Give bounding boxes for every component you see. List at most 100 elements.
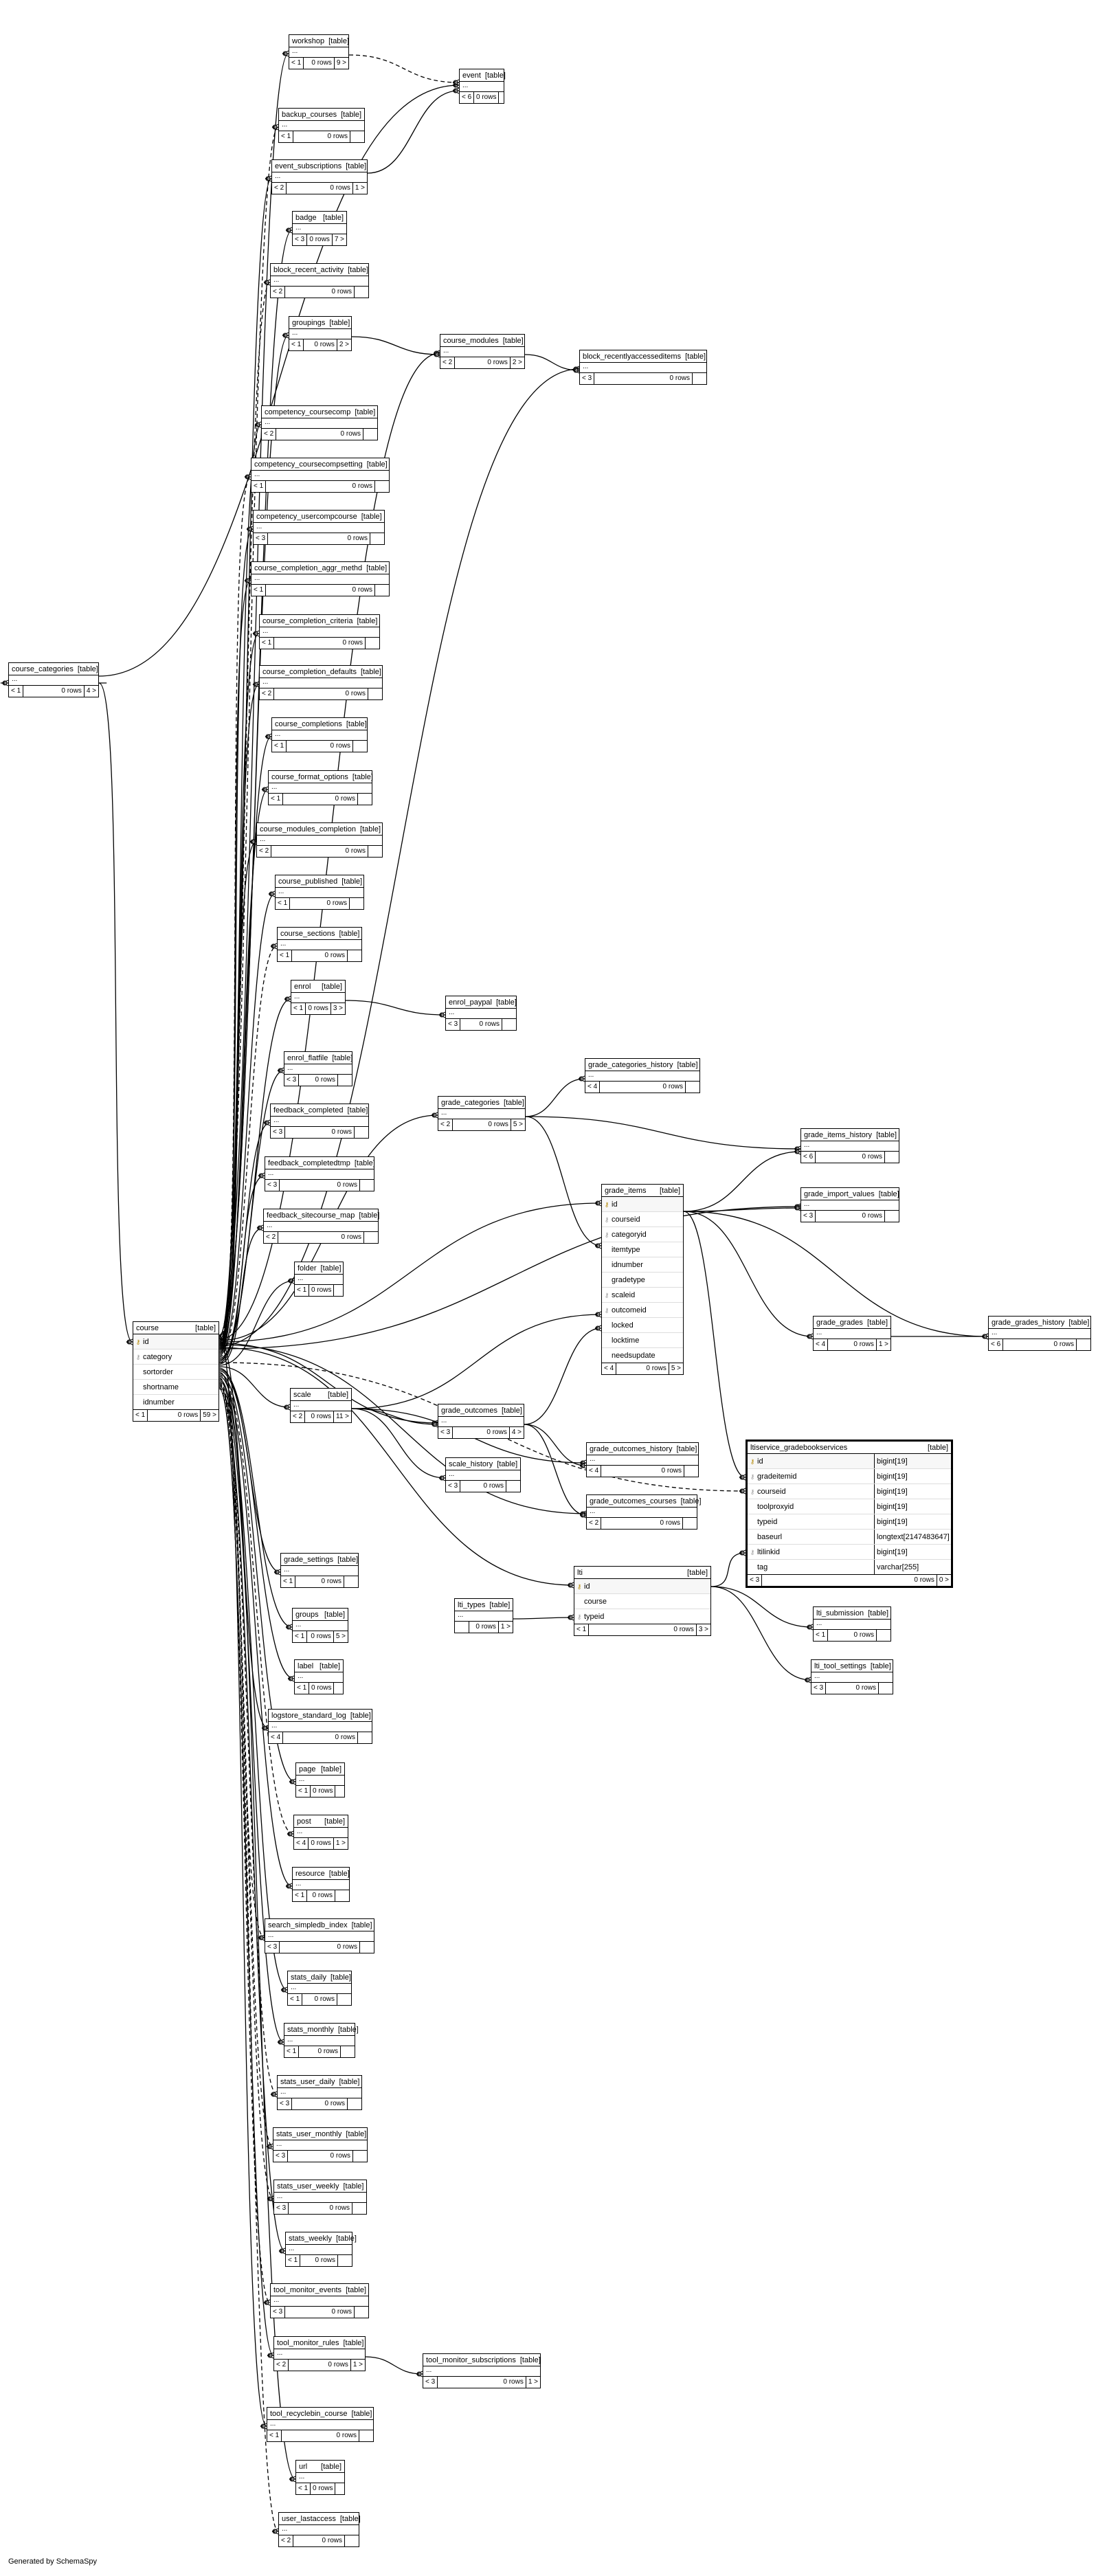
table-name[interactable]: lti [577,1568,583,1577]
table-header[interactable]: groups[table] [293,1609,348,1621]
table-header[interactable]: grade_items_history[table] [801,1129,899,1141]
parents-count[interactable]: < 3 [284,1075,300,1086]
parents-count[interactable]: < 3 [273,2151,289,2162]
table-header[interactable]: user_lastaccess[table] [279,2513,361,2525]
children-count[interactable] [360,1942,374,1953]
parents-count[interactable]: < 2 [260,688,275,699]
children-count[interactable]: 2 > [512,359,522,366]
table-name[interactable]: stats_daily [291,1973,326,1982]
children-count[interactable] [360,1180,374,1191]
children-count[interactable] [337,1994,351,2005]
table-name[interactable]: grade_items_history [804,1130,873,1139]
children-count[interactable] [358,1732,372,1743]
parents-count[interactable]: < 3 [278,2098,293,2109]
table-name[interactable]: enrol [294,982,311,991]
table-name[interactable]: tool_monitor_events [273,2285,342,2294]
table-header[interactable]: tool_monitor_rules[table] [274,2337,365,2349]
children-count[interactable] [684,1466,698,1477]
parents-count[interactable]: < 1 [296,2483,311,2494]
column-row[interactable]: ⚷id [602,1197,683,1212]
children-count[interactable] [359,2430,373,2441]
children-count[interactable]: 5 > [335,1633,346,1640]
table-name[interactable]: course_completion_aggr_methd [254,563,363,572]
children-count[interactable] [364,1232,378,1243]
parents-count[interactable]: < 4 [587,1466,602,1477]
parents-count[interactable]: < 1 [279,131,294,142]
table-name[interactable]: lti_types [458,1600,486,1609]
parents-count[interactable]: < 1 [251,585,267,596]
children-count[interactable] [363,429,377,440]
table-header[interactable]: course_categories[table] [9,663,98,675]
parents-count[interactable]: < 1 [260,638,275,649]
table-name[interactable]: stats_weekly [289,2234,332,2243]
table-header[interactable]: tool_monitor_subscriptions[table] [423,2354,541,2366]
table-name[interactable]: stats_user_monthly [276,2129,342,2138]
table-name[interactable]: workshop [292,36,325,45]
parents-count[interactable]: < 2 [264,1232,279,1243]
parents-count[interactable]: < 4 [814,1339,829,1350]
parents-count[interactable]: < 6 [460,92,474,103]
table-header[interactable]: block_recent_activity[table] [271,264,368,276]
column-row[interactable]: locktime [602,1333,683,1348]
children-count[interactable] [506,1481,520,1492]
table-header[interactable]: enrol[table] [291,981,345,993]
column-row[interactable]: needsupdate [602,1348,683,1363]
table-header[interactable]: grade_items[table] [602,1185,683,1197]
children-count[interactable]: 7 > [334,236,344,243]
children-count[interactable] [368,846,382,857]
table-name[interactable]: post [297,1817,311,1826]
table-name[interactable]: lti_tool_settings [814,1661,866,1670]
children-count[interactable] [344,1576,358,1587]
children-count[interactable]: 0 > [939,1576,949,1584]
table-name[interactable]: grade_outcomes_courses [590,1497,677,1505]
parents-count[interactable]: < 1 [251,481,267,492]
column-row[interactable]: gradetype [602,1273,683,1288]
table-name[interactable]: grade_outcomes [441,1406,497,1415]
table-name[interactable]: backup_courses [282,110,337,119]
table-header[interactable]: badge[table] [293,212,346,224]
parents-count[interactable]: < 1 [814,1630,829,1641]
table-header[interactable]: backup_courses[table] [279,109,364,121]
parents-count[interactable]: < 2 [274,2360,289,2371]
table-header[interactable]: event_subscriptions[table] [272,160,367,172]
table-name[interactable]: stats_user_daily [280,2077,335,2086]
table-header[interactable]: tool_recyclebin_course[table] [267,2408,373,2420]
parents-count[interactable]: < 1 [278,950,293,961]
table-header[interactable]: grade_settings[table] [281,1554,358,1566]
children-count[interactable]: 3 > [698,1626,708,1633]
table-header[interactable]: block_recentlyaccesseditems[table] [580,350,706,363]
children-count[interactable] [348,2098,361,2109]
table-name[interactable]: ltiservice_gradebookservices [750,1443,848,1452]
table-header[interactable]: folder[table] [295,1262,343,1275]
parents-count[interactable]: < 1 [9,686,24,697]
table-name[interactable]: course_modules_completion [260,825,357,833]
parents-count[interactable]: < 3 [423,2377,438,2388]
table-header[interactable]: course_completion_aggr_methd[table] [251,562,389,574]
table-header[interactable]: ltiservice_gradebookservices[table] [748,1442,951,1454]
table-name[interactable]: course_completion_criteria [262,616,353,625]
table-header[interactable]: grade_grades_history[table] [989,1317,1090,1329]
